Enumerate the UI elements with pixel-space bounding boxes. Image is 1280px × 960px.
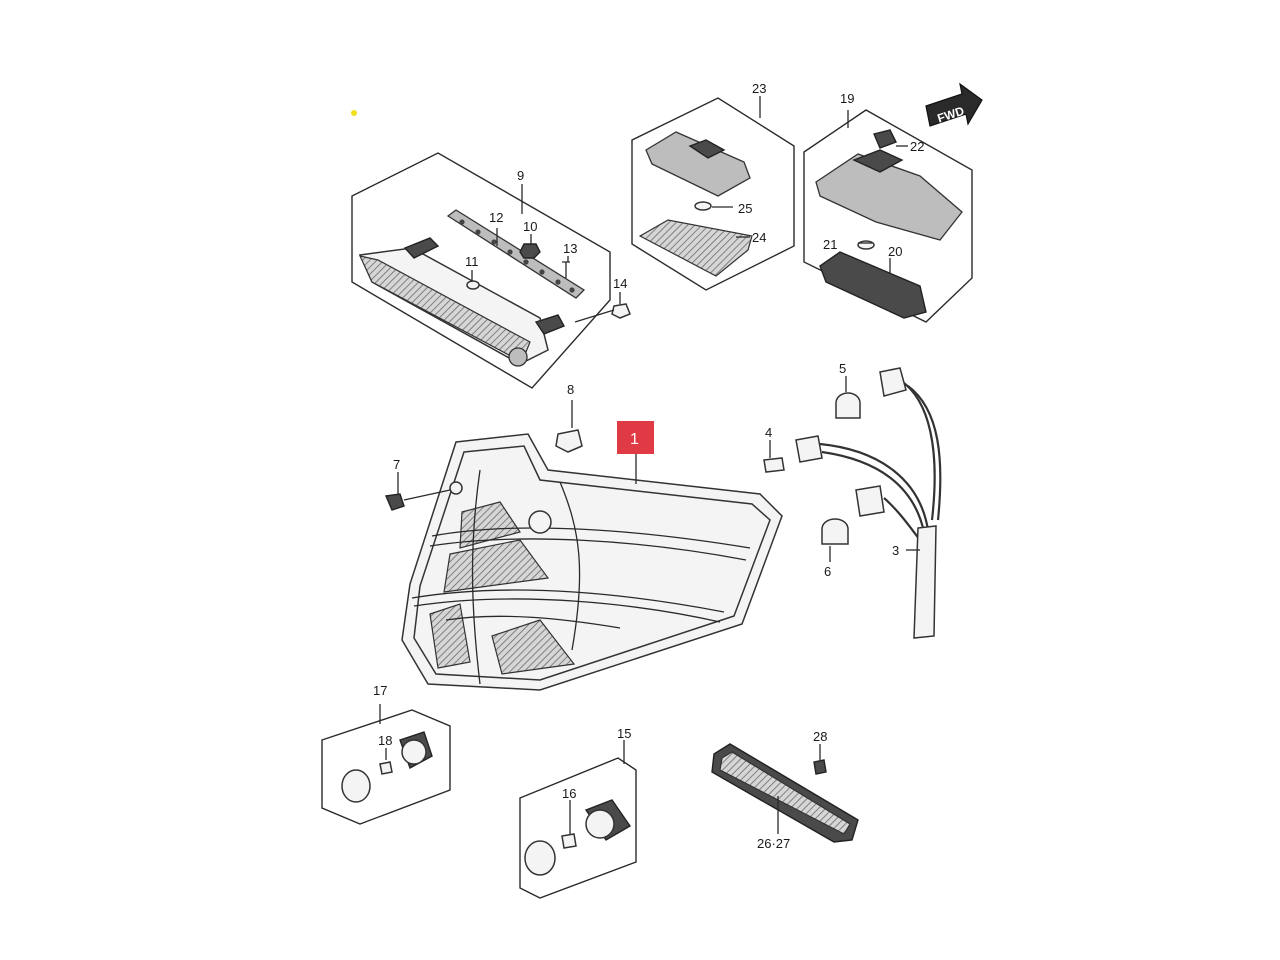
dome-lens-20 — [819, 251, 927, 319]
mount-hole — [449, 481, 463, 495]
callout-1: 1 — [630, 431, 639, 448]
led-dots — [459, 219, 575, 293]
clip-8: 8 — [555, 382, 583, 453]
callout-1-highlight — [617, 421, 654, 454]
callout-9: 9 — [517, 168, 524, 183]
group-socket-15: 15 16 — [519, 726, 637, 899]
group-wiring-harness: 5 4 6 3 — [763, 361, 942, 639]
callout-15: 15 — [617, 726, 631, 741]
callout-24: 24 — [752, 230, 766, 245]
bulb-16 — [561, 833, 577, 849]
dome-lamp-clip — [852, 149, 904, 173]
bulb-6 — [821, 518, 849, 545]
callout-13: 13 — [563, 241, 577, 256]
callout-26-27: 26·27 — [757, 836, 790, 851]
lens-lower-left — [429, 603, 471, 669]
rear-lamp-inner — [413, 445, 771, 681]
bulb-21 — [857, 240, 875, 250]
socket-5 — [879, 367, 907, 397]
group-socket-17: 17 18 — [321, 683, 451, 825]
switch-22 — [873, 129, 897, 149]
harness-sheath — [913, 525, 937, 639]
callout-7: 7 — [393, 457, 400, 472]
screw-7: 7 — [384, 457, 451, 511]
group-map-lamp: 23 25 24 — [631, 81, 795, 291]
lens-lower-mid — [491, 619, 576, 675]
stop-lamp-bracket-left — [403, 237, 440, 259]
group-high-mount-stop-lamp: 9 12 10 13 11 14 — [351, 152, 631, 389]
bulb-25 — [694, 201, 712, 211]
bulb-5 — [835, 392, 861, 419]
stop-lamp-end-cap — [508, 347, 528, 367]
socket-15-ring — [585, 809, 615, 839]
parts-box-19 — [803, 109, 973, 323]
map-lamp-housing — [645, 131, 751, 197]
parts-box-15 — [519, 757, 637, 899]
callout-16: 16 — [562, 786, 576, 801]
callout-3: 3 — [892, 543, 899, 558]
callout-14: 14 — [613, 276, 627, 291]
reflector-lens — [719, 751, 851, 835]
cap-17 — [341, 769, 371, 803]
callout-12: 12 — [489, 210, 503, 225]
parts-box-17 — [321, 709, 451, 825]
parts-box-23 — [631, 97, 795, 291]
grommet-14 — [611, 303, 631, 319]
callout-8: 8 — [567, 382, 574, 397]
callout-25: 25 — [738, 201, 752, 216]
callout-28: 28 — [813, 729, 827, 744]
marker-dot — [351, 110, 357, 116]
map-lamp-switch — [688, 139, 726, 159]
nut-10 — [519, 243, 541, 259]
callout-18: 18 — [378, 733, 392, 748]
socket-6 — [855, 485, 885, 517]
group-rear-combination-lamp — [401, 433, 783, 691]
callout-10: 10 — [523, 219, 537, 234]
bulb-4 — [763, 457, 785, 473]
callout-17: 17 — [373, 683, 387, 698]
led-strip — [446, 209, 586, 299]
map-lamp-lens-24 — [638, 219, 753, 277]
bulb-11 — [466, 280, 480, 290]
socket-4 — [795, 435, 823, 463]
callout-5: 5 — [839, 361, 846, 376]
callout-22: 22 — [910, 139, 924, 154]
callout-21: 21 — [823, 237, 837, 252]
callout-20: 20 — [888, 244, 902, 259]
callout-11: 11 — [465, 254, 479, 269]
stop-lamp-bracket-right — [534, 314, 565, 335]
parts-box-9 — [351, 152, 611, 389]
callout-23: 23 — [752, 81, 766, 96]
lamp-socket-hole — [528, 510, 552, 534]
fwd-arrow: FWD — [925, 82, 983, 127]
screw-28 — [813, 759, 827, 775]
lamp-ribs — [411, 469, 751, 685]
callout-4: 4 — [765, 425, 772, 440]
callout-6: 6 — [824, 564, 831, 579]
screw-13 — [562, 261, 570, 278]
group-dome-lamp: 19 22 21 20 — [803, 91, 973, 323]
callout-19: 19 — [840, 91, 854, 106]
group-reflector: 28 26·27 — [711, 729, 859, 851]
bulb-18 — [379, 761, 393, 775]
cap-15 — [524, 840, 556, 876]
lens-middle — [443, 539, 550, 593]
socket-17-ring — [401, 739, 427, 765]
